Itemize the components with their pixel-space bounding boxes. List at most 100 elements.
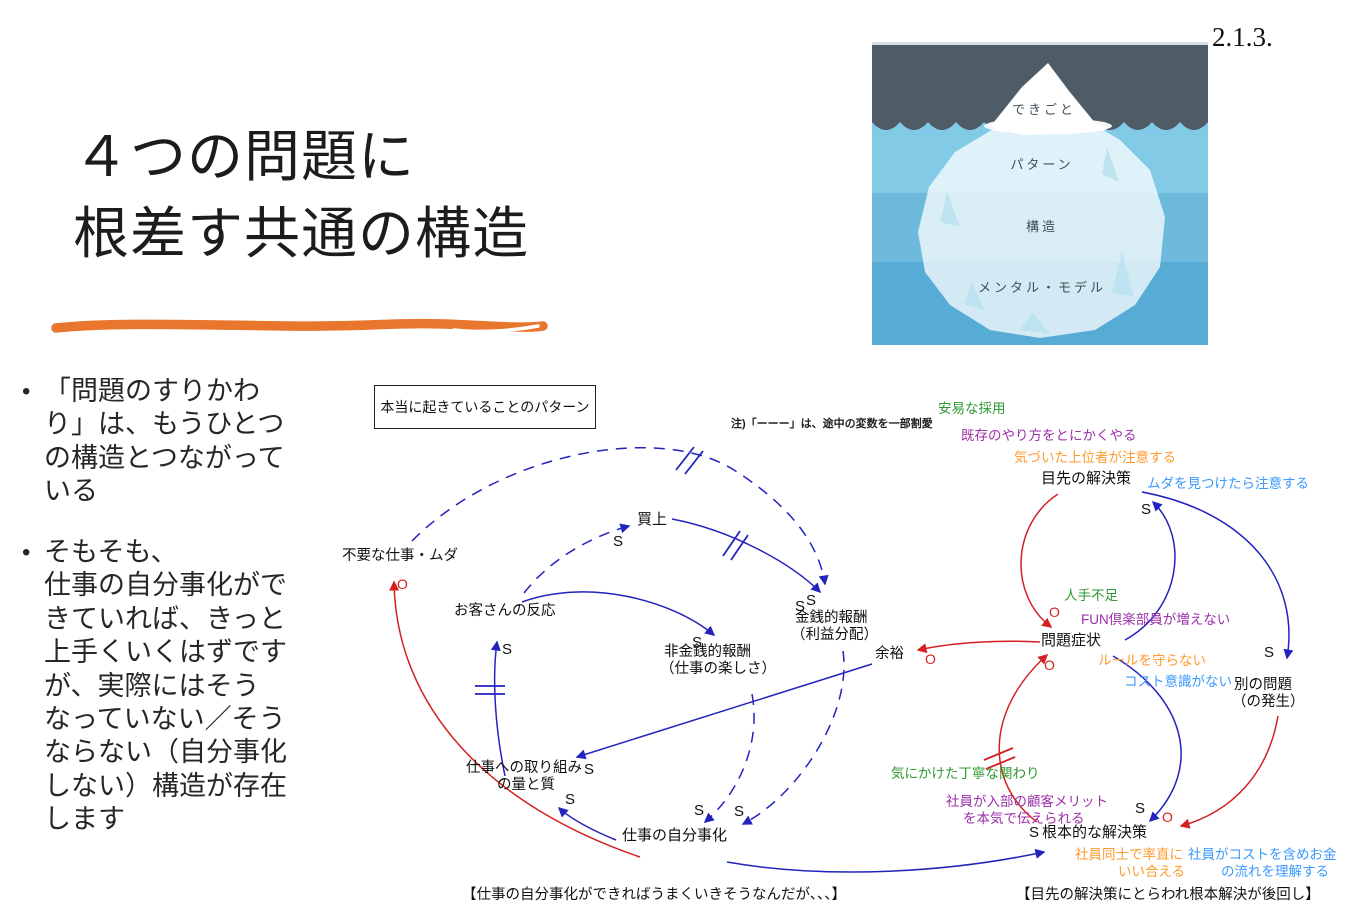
- polarity-s: S: [613, 533, 624, 550]
- node-monetary-reward: 金銭的報酬: [795, 610, 868, 626]
- example-convey-merit-1: 社員が入部の顧客メリット: [946, 794, 1108, 809]
- link-mondai-to-mesaki: [1124, 500, 1176, 641]
- title-underline: [51, 318, 548, 334]
- node-work-ownership: 仕事の自分事化: [622, 827, 728, 844]
- iceberg-label-structure: 構造: [1026, 219, 1058, 234]
- polarity-s: S: [1141, 501, 1152, 518]
- polarity-o: O: [925, 651, 936, 667]
- node-customer-reaction: お客さんの反応: [454, 603, 556, 619]
- polarity-s: S: [694, 802, 705, 819]
- example-understand-money-1: 社員がコストを含めお金: [1188, 847, 1337, 862]
- link-mesaki-to-betsu: [1141, 491, 1294, 660]
- polarity-s: S: [565, 791, 576, 808]
- iceberg-image: できごと パターン 構造 メンタル・モデル: [872, 42, 1208, 345]
- link-mesaki-to-mondai: [1020, 493, 1059, 628]
- node-quick-fix: 目先の解決策: [1041, 470, 1132, 487]
- bullet-2-line: なっていない／そう: [44, 704, 286, 735]
- example-superior-warns: 気づいた上位者が注意する: [1014, 450, 1176, 465]
- link-betsu-to-konpon: [1179, 715, 1279, 829]
- polarity-s: S: [692, 634, 703, 651]
- example-no-cost-awareness: コスト意識がない: [1124, 674, 1232, 689]
- link-fuyou-to-kinsen-dashed: [411, 447, 829, 586]
- node-problem-symptom: 問題症状: [1041, 632, 1102, 649]
- iceberg-above-water: [990, 63, 1106, 135]
- bullet-1-line: の構造とつながって: [44, 442, 285, 473]
- polarity-s: S: [584, 761, 595, 778]
- bullet-2-line: きていれば、きっと: [44, 603, 286, 634]
- node-fundamental-solution: 根本的な解決策: [1042, 824, 1148, 841]
- link-mondai-to-yoyu: [916, 640, 1041, 654]
- bullet-2-line: ならない（自分事化: [44, 737, 287, 768]
- iceberg-label-patterns: パターン: [1010, 157, 1073, 172]
- caption-left: 【仕事の自分事化ができればうまくいきそうなんだが、、、】: [462, 887, 846, 903]
- pattern-box: 本当に起きていることのパターン: [374, 385, 596, 429]
- node-slack: 余裕: [875, 646, 904, 662]
- node-purchase: 買上: [637, 511, 668, 528]
- example-easy-hiring: 安易な採用: [938, 401, 1006, 416]
- link-kaiage-to-kinsen: [671, 518, 822, 594]
- example-frank-talk-1: 社員同士で率直に: [1075, 847, 1183, 862]
- example-frank-talk-2: いい合える: [1118, 864, 1186, 879]
- polarity-s: S: [1029, 824, 1040, 841]
- polarity-s: S: [795, 598, 806, 615]
- iceberg-facets: [940, 68, 1134, 334]
- bullet-1-line: 「問題のすりかわ: [18, 375, 285, 408]
- polarity-o: O: [397, 576, 408, 592]
- node-work-effort: 仕事への取り組み: [466, 760, 582, 776]
- page-title: ４つの問題に 根差す共通の構造: [73, 118, 529, 272]
- title-line-1: ４つの問題に: [73, 125, 415, 188]
- link-jibungoto-to-torikumi: [557, 806, 617, 841]
- polarity-s: S: [1135, 800, 1146, 817]
- polarity-s: S: [502, 641, 513, 658]
- bullet-1: 「問題のすりかわ り」は、もうひとつ の構造とつながって いる: [18, 375, 285, 509]
- example-keep-existing-way: 既存のやり方をとにかくやる: [961, 428, 1137, 443]
- example-fun-club-members: FUN倶楽部員が増えない: [1081, 612, 1231, 627]
- node-nonmonetary-reward: 非金銭的報酬: [664, 644, 751, 660]
- polarity-s: S: [734, 803, 745, 820]
- link-jibungoto-to-fuyou: [389, 580, 641, 858]
- node-another-problem: 別の問題: [1234, 677, 1292, 693]
- node-work-effort-sub: の量と質: [497, 777, 555, 793]
- bullet-1-line: いる: [44, 476, 98, 507]
- bullet-2-line: します: [44, 804, 125, 835]
- example-rules-not-followed: ルールを守らない: [1098, 653, 1206, 668]
- bullet-2-line: そもそも、: [18, 536, 287, 569]
- bullet-2-line: 上手くいくはずです: [44, 637, 287, 668]
- bullet-2: そもそも、 仕事の自分事化がで きていれば、きっと 上手くいくはずです が、実際…: [18, 536, 287, 837]
- example-understand-money-2: の流れを理解する: [1221, 864, 1329, 879]
- link-yoyu-to-torikumi: [575, 663, 873, 760]
- link-torikumi-to-okyaku: [490, 640, 506, 777]
- caption-right: 【目先の解決策にとらわれ根本解決が後回し】: [1016, 887, 1320, 903]
- link-konpon-to-mondai: [998, 653, 1049, 823]
- node-another-problem-sub: （の発生）: [1232, 694, 1305, 710]
- link-jibungoto-to-konpon: [726, 848, 1046, 873]
- delay-marks: [475, 446, 1016, 770]
- bullet-2-line: しない）構造が存在: [44, 770, 287, 801]
- diagram-note: 注)「ーーー」は、途中の変数を一部割愛: [731, 418, 933, 430]
- iceberg-underwater: [918, 125, 1165, 338]
- example-careful-engagement: 気にかけた丁寧な関わり: [891, 766, 1040, 781]
- iceberg-label-events: できごと: [1012, 102, 1076, 117]
- image-top-edge: [872, 42, 1208, 45]
- bullet-2-line: 仕事の自分事化がで: [44, 570, 287, 601]
- link-okyaku-to-hikinsen: [521, 591, 716, 636]
- polarity-s: S: [1264, 644, 1275, 661]
- title-line-2: 根差す共通の構造: [73, 202, 529, 265]
- polarity-o: O: [1049, 604, 1060, 620]
- link-okyaku-to-kaiage-dashed: [523, 523, 631, 594]
- node-monetary-reward-sub: （利益分配）: [791, 627, 878, 643]
- polarity-o: O: [1162, 809, 1173, 825]
- node-unnecessary-work: 不要な仕事・ムダ: [342, 548, 458, 564]
- example-convey-merit-2: を本気で伝えられる: [963, 811, 1085, 826]
- bullet-1-line: り」は、もうひとつ: [44, 409, 285, 440]
- slide-number: 2.1.3.: [1212, 22, 1273, 52]
- iceberg-label-mental-model: メンタル・モデル: [978, 280, 1106, 295]
- polarity-s: S: [806, 592, 817, 609]
- node-nonmonetary-reward-sub: （仕事の楽しさ）: [660, 661, 776, 677]
- bullet-2-line: が、実際にはそう: [44, 670, 260, 701]
- link-mondai-to-konpon: [1112, 655, 1182, 823]
- example-warn-on-waste: ムダを見つけたら注意する: [1147, 476, 1309, 491]
- polarity-o: O: [1044, 657, 1055, 673]
- example-labor-shortage: 人手不足: [1064, 588, 1118, 603]
